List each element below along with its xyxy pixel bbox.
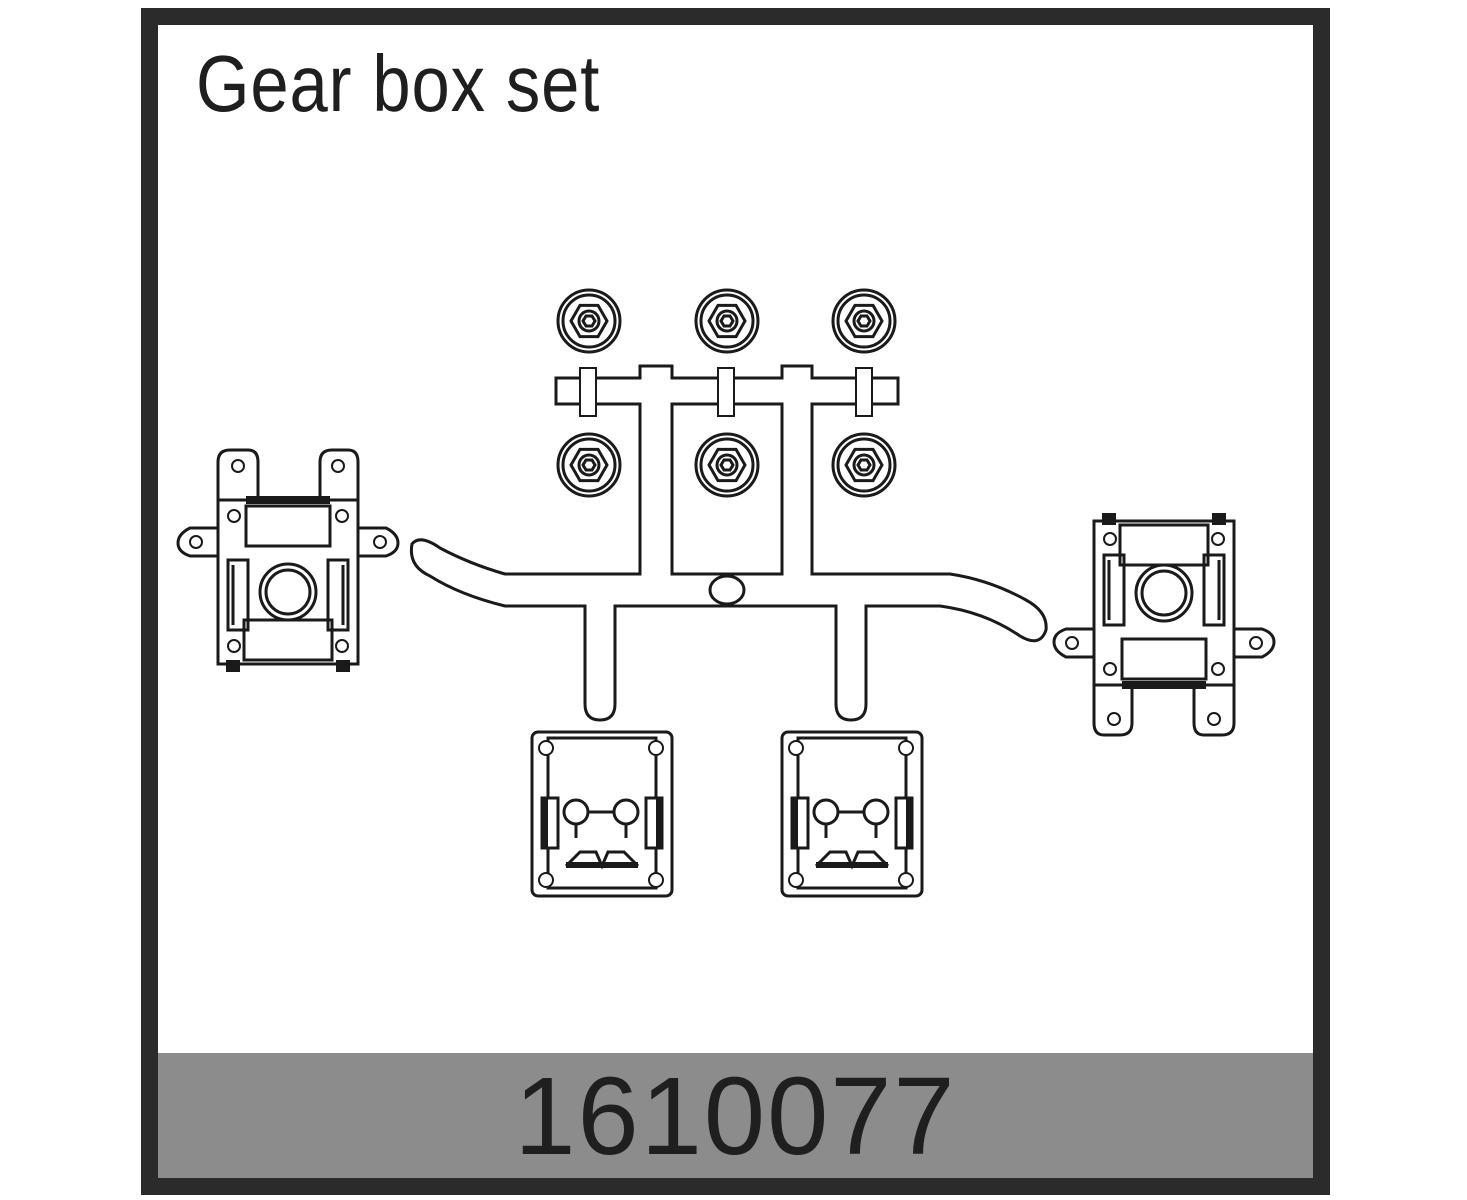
locking-nut [694,432,760,498]
locking-nut [556,288,622,354]
gearbox-housing-right [1052,511,1276,737]
part-number-band [141,1053,1330,1195]
gearbox-cover-left [530,730,674,898]
locking-nut [831,432,897,498]
product-title: Gear box set [196,39,601,128]
locking-nut [694,288,760,354]
gearbox-housing-left [176,448,400,674]
part-number: 1610077 [514,1055,957,1178]
gearbox-cover-right [780,730,924,898]
sprue-runner [409,364,1048,722]
locking-nut [556,432,622,498]
locking-nut [831,288,897,354]
